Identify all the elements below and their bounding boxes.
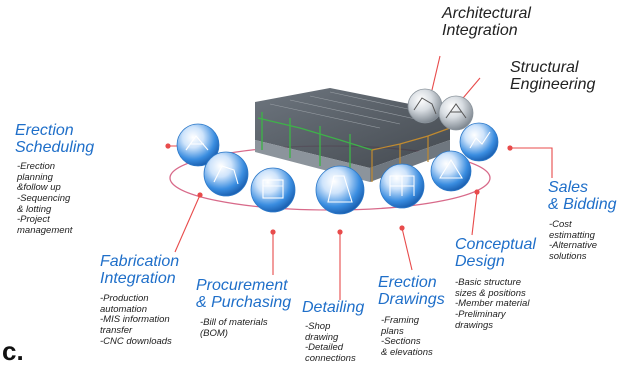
detailing-bullets: -Shop drawing -Detailed connections [305,321,356,364]
erection-scheduling-bullets: -Erection planning &follow up -Sequencin… [17,161,73,236]
sales-sphere-icon [459,122,499,162]
sales-bidding-bullets: -Cost estimatting -Alternative solutions [549,219,598,262]
conceptual-design-bullets: -Basic structure sizes & positions -Memb… [455,277,530,331]
structural-engineering-title: Structural Engineering [510,59,596,93]
conceptual-sphere-icon [430,150,472,192]
fabrication-integration-title: Fabrication Integration [100,253,180,287]
steel-building-model [255,88,451,182]
architectural-sphere-icon [407,88,443,124]
sales-bidding-title: Sales & Bidding [548,179,617,213]
erection-drawings-title: Erection Drawings [378,274,445,308]
figure-letter: c. [2,336,24,366]
architectural-integration-title: Architectural Integration [442,5,531,39]
conceptual-design-title: Conceptual Design [455,236,536,270]
erection-scheduling-title: Erection Scheduling [15,122,95,156]
detailing-sphere-icon [315,165,365,215]
erection-drawings-bullets: -Framing plans -Sections & elevations [381,315,433,358]
procurement-purchasing-title: Procurement & Purchasing [196,277,292,311]
detailing-title: Detailing [302,299,365,316]
structural-sphere-icon [438,95,474,131]
procurement-purchasing-bullets: -Bill of materials (BOM) [200,317,268,339]
fabrication-sphere-icon [203,151,249,197]
connector-dots [165,143,513,235]
erection-drawings-sphere-icon [379,163,425,209]
fabrication-integration-bullets: -Production automation -MIS information … [100,293,172,347]
scheduling-sphere-icon [176,123,220,167]
procurement-sphere-icon [250,167,296,213]
